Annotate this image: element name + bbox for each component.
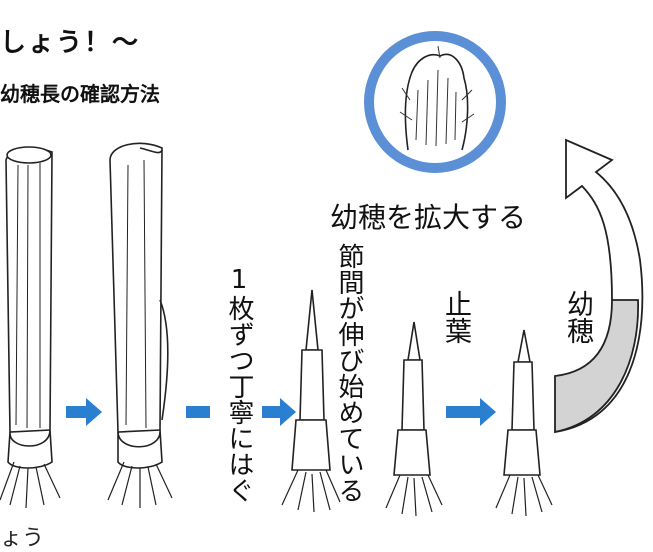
rice-stem-3 [281,289,341,513]
page-subtitle: 幼穂長の確認方法 [0,82,160,106]
arrow-right-icon [446,398,496,426]
curve-shaded-part [554,299,639,434]
label-young-panicle: 幼穂 [562,290,593,344]
curve-outline [554,138,644,433]
enlarge-curved-arrow [554,138,644,434]
magnify-circle [364,31,506,173]
rice-stem-4 [385,321,443,517]
page-title: しょう！～ [0,28,141,58]
flow-arrows [66,398,496,426]
dash-icon [186,406,210,418]
label-enlarge: 幼穂を拡大する [330,201,527,234]
arrow-right-icon [66,398,102,426]
rice-stem-2 [107,142,173,508]
rice-stem-5 [495,329,553,517]
footer-partial-text: ょう [0,526,45,551]
arrow-right-icon [262,398,296,426]
rice-stem-1 [0,146,61,509]
label-node-growth: 節間が伸び始めている [334,243,364,503]
magnified-panicle [364,31,506,173]
label-peel: 1枚ずつ丁寧にはぐ [224,265,254,503]
label-flag-leaf: 止葉 [440,290,471,344]
